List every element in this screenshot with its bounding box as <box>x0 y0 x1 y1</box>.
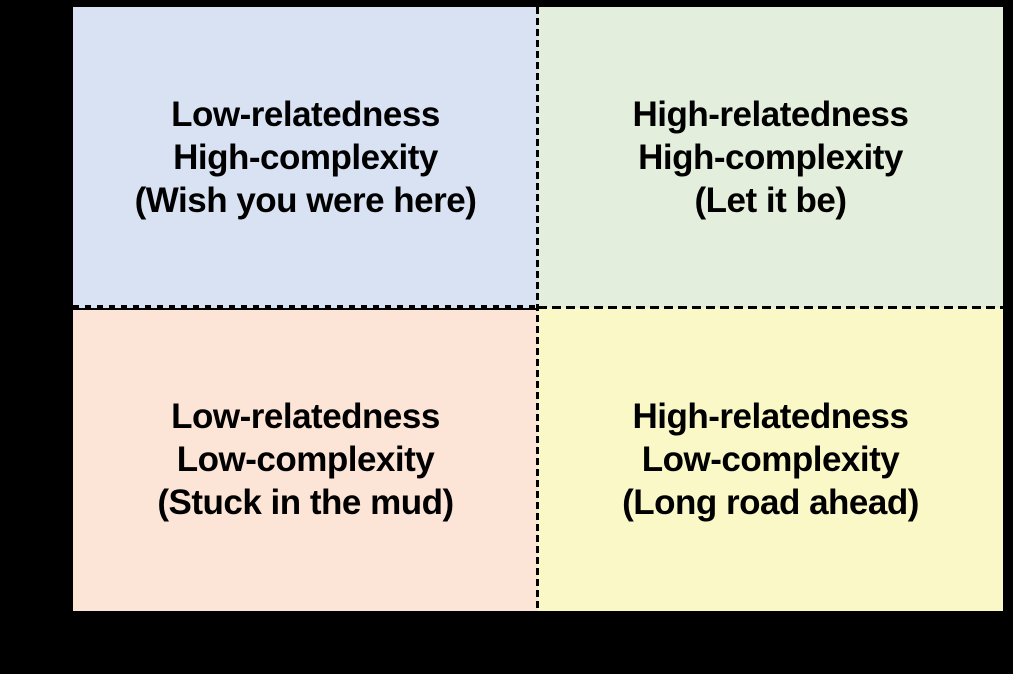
quadrant-attribute-line: Low-relatedness <box>171 397 440 436</box>
quadrant-low-relatedness-low-complexity: Low-relatedness Low-complexity (Stuck in… <box>73 308 538 611</box>
quadrant-nickname: (Stuck in the mud) <box>157 483 454 522</box>
quadrant-low-relatedness-high-complexity: Low-relatedness High-complexity (Wish yo… <box>73 7 538 308</box>
quadrant-high-relatedness-high-complexity: High-relatedness High-complexity (Let it… <box>538 7 1003 308</box>
quadrant-nickname: (Let it be) <box>694 181 847 220</box>
quadrant-nickname: (Wish you were here) <box>134 181 477 220</box>
quadrant-attribute-line: High-relatedness <box>632 95 909 134</box>
quadrant-attribute-line: High-complexity <box>173 138 438 177</box>
quadrant-attribute-line: Low-complexity <box>641 440 900 479</box>
quadrant-attribute-line: Low-complexity <box>176 440 435 479</box>
quadrant-attribute-line: High-relatedness <box>632 397 909 436</box>
quadrant-nickname: (Long road ahead) <box>622 483 919 522</box>
quadrant-attribute-line: High-complexity <box>638 138 903 177</box>
two-by-two-matrix: Low-relatedness High-complexity (Wish yo… <box>73 7 1003 611</box>
quadrant-attribute-line: Low-relatedness <box>171 95 440 134</box>
quadrant-high-relatedness-low-complexity: High-relatedness Low-complexity (Long ro… <box>538 308 1003 611</box>
